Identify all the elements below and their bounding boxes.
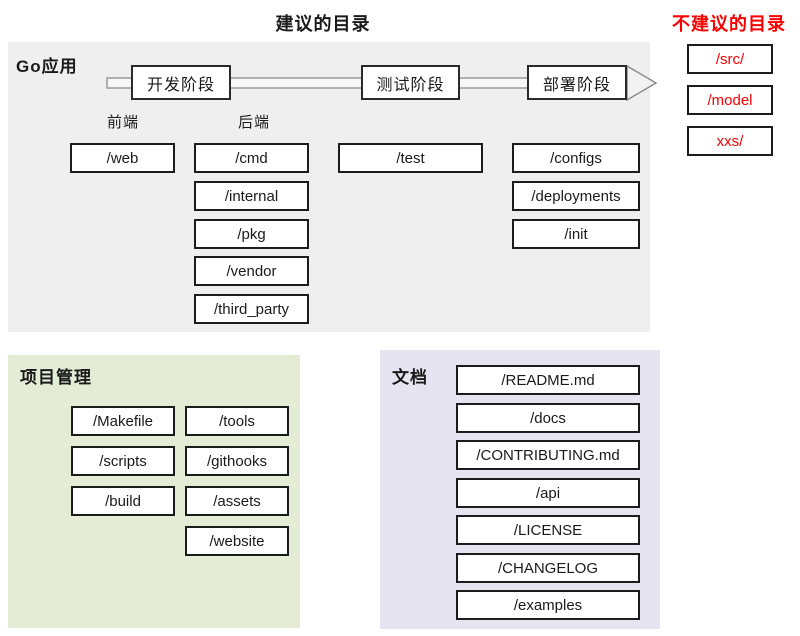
dir-website: /website [185, 526, 289, 556]
dir-src-bad: /src/ [687, 44, 773, 74]
dir-web: /web [70, 143, 175, 173]
stage-deployment: 部署阶段 [527, 65, 627, 100]
docs-label: 文档 [392, 368, 428, 387]
page-title: 建议的目录 [275, 14, 371, 34]
dir-xxs-bad: xxs/ [687, 126, 773, 156]
dir-assets: /assets [185, 486, 289, 516]
project-management-label: 项目管理 [20, 368, 92, 387]
dir-githooks: /githooks [185, 446, 289, 476]
dir-test: /test [338, 143, 483, 173]
go-app-label: Go应用 [16, 57, 78, 76]
dir-third-party: /third_party [194, 294, 309, 324]
dir-configs: /configs [512, 143, 640, 173]
dir-tools: /tools [185, 406, 289, 436]
stage-testing: 测试阶段 [361, 65, 460, 100]
stage-development: 开发阶段 [131, 65, 231, 100]
dir-makefile: /Makefile [71, 406, 175, 436]
dir-model-bad: /model [687, 85, 773, 115]
dir-internal: /internal [194, 181, 309, 211]
dir-docs: /docs [456, 403, 640, 433]
dir-api: /api [456, 478, 640, 508]
dir-deployments: /deployments [512, 181, 640, 211]
dir-contributing: /CONTRIBUTING.md [456, 440, 640, 470]
dir-build: /build [71, 486, 175, 516]
dir-cmd: /cmd [194, 143, 309, 173]
backend-label: 后端 [237, 114, 270, 131]
dir-changelog: /CHANGELOG [456, 553, 640, 583]
dir-license: /LICENSE [456, 515, 640, 545]
frontend-label: 前端 [106, 114, 139, 131]
dir-vendor: /vendor [194, 256, 309, 286]
dir-scripts: /scripts [71, 446, 175, 476]
dir-examples: /examples [456, 590, 640, 620]
not-recommended-title: 不建议的目录 [672, 14, 786, 34]
dir-init: /init [512, 219, 640, 249]
dir-readme: /README.md [456, 365, 640, 395]
dir-pkg: /pkg [194, 219, 309, 249]
